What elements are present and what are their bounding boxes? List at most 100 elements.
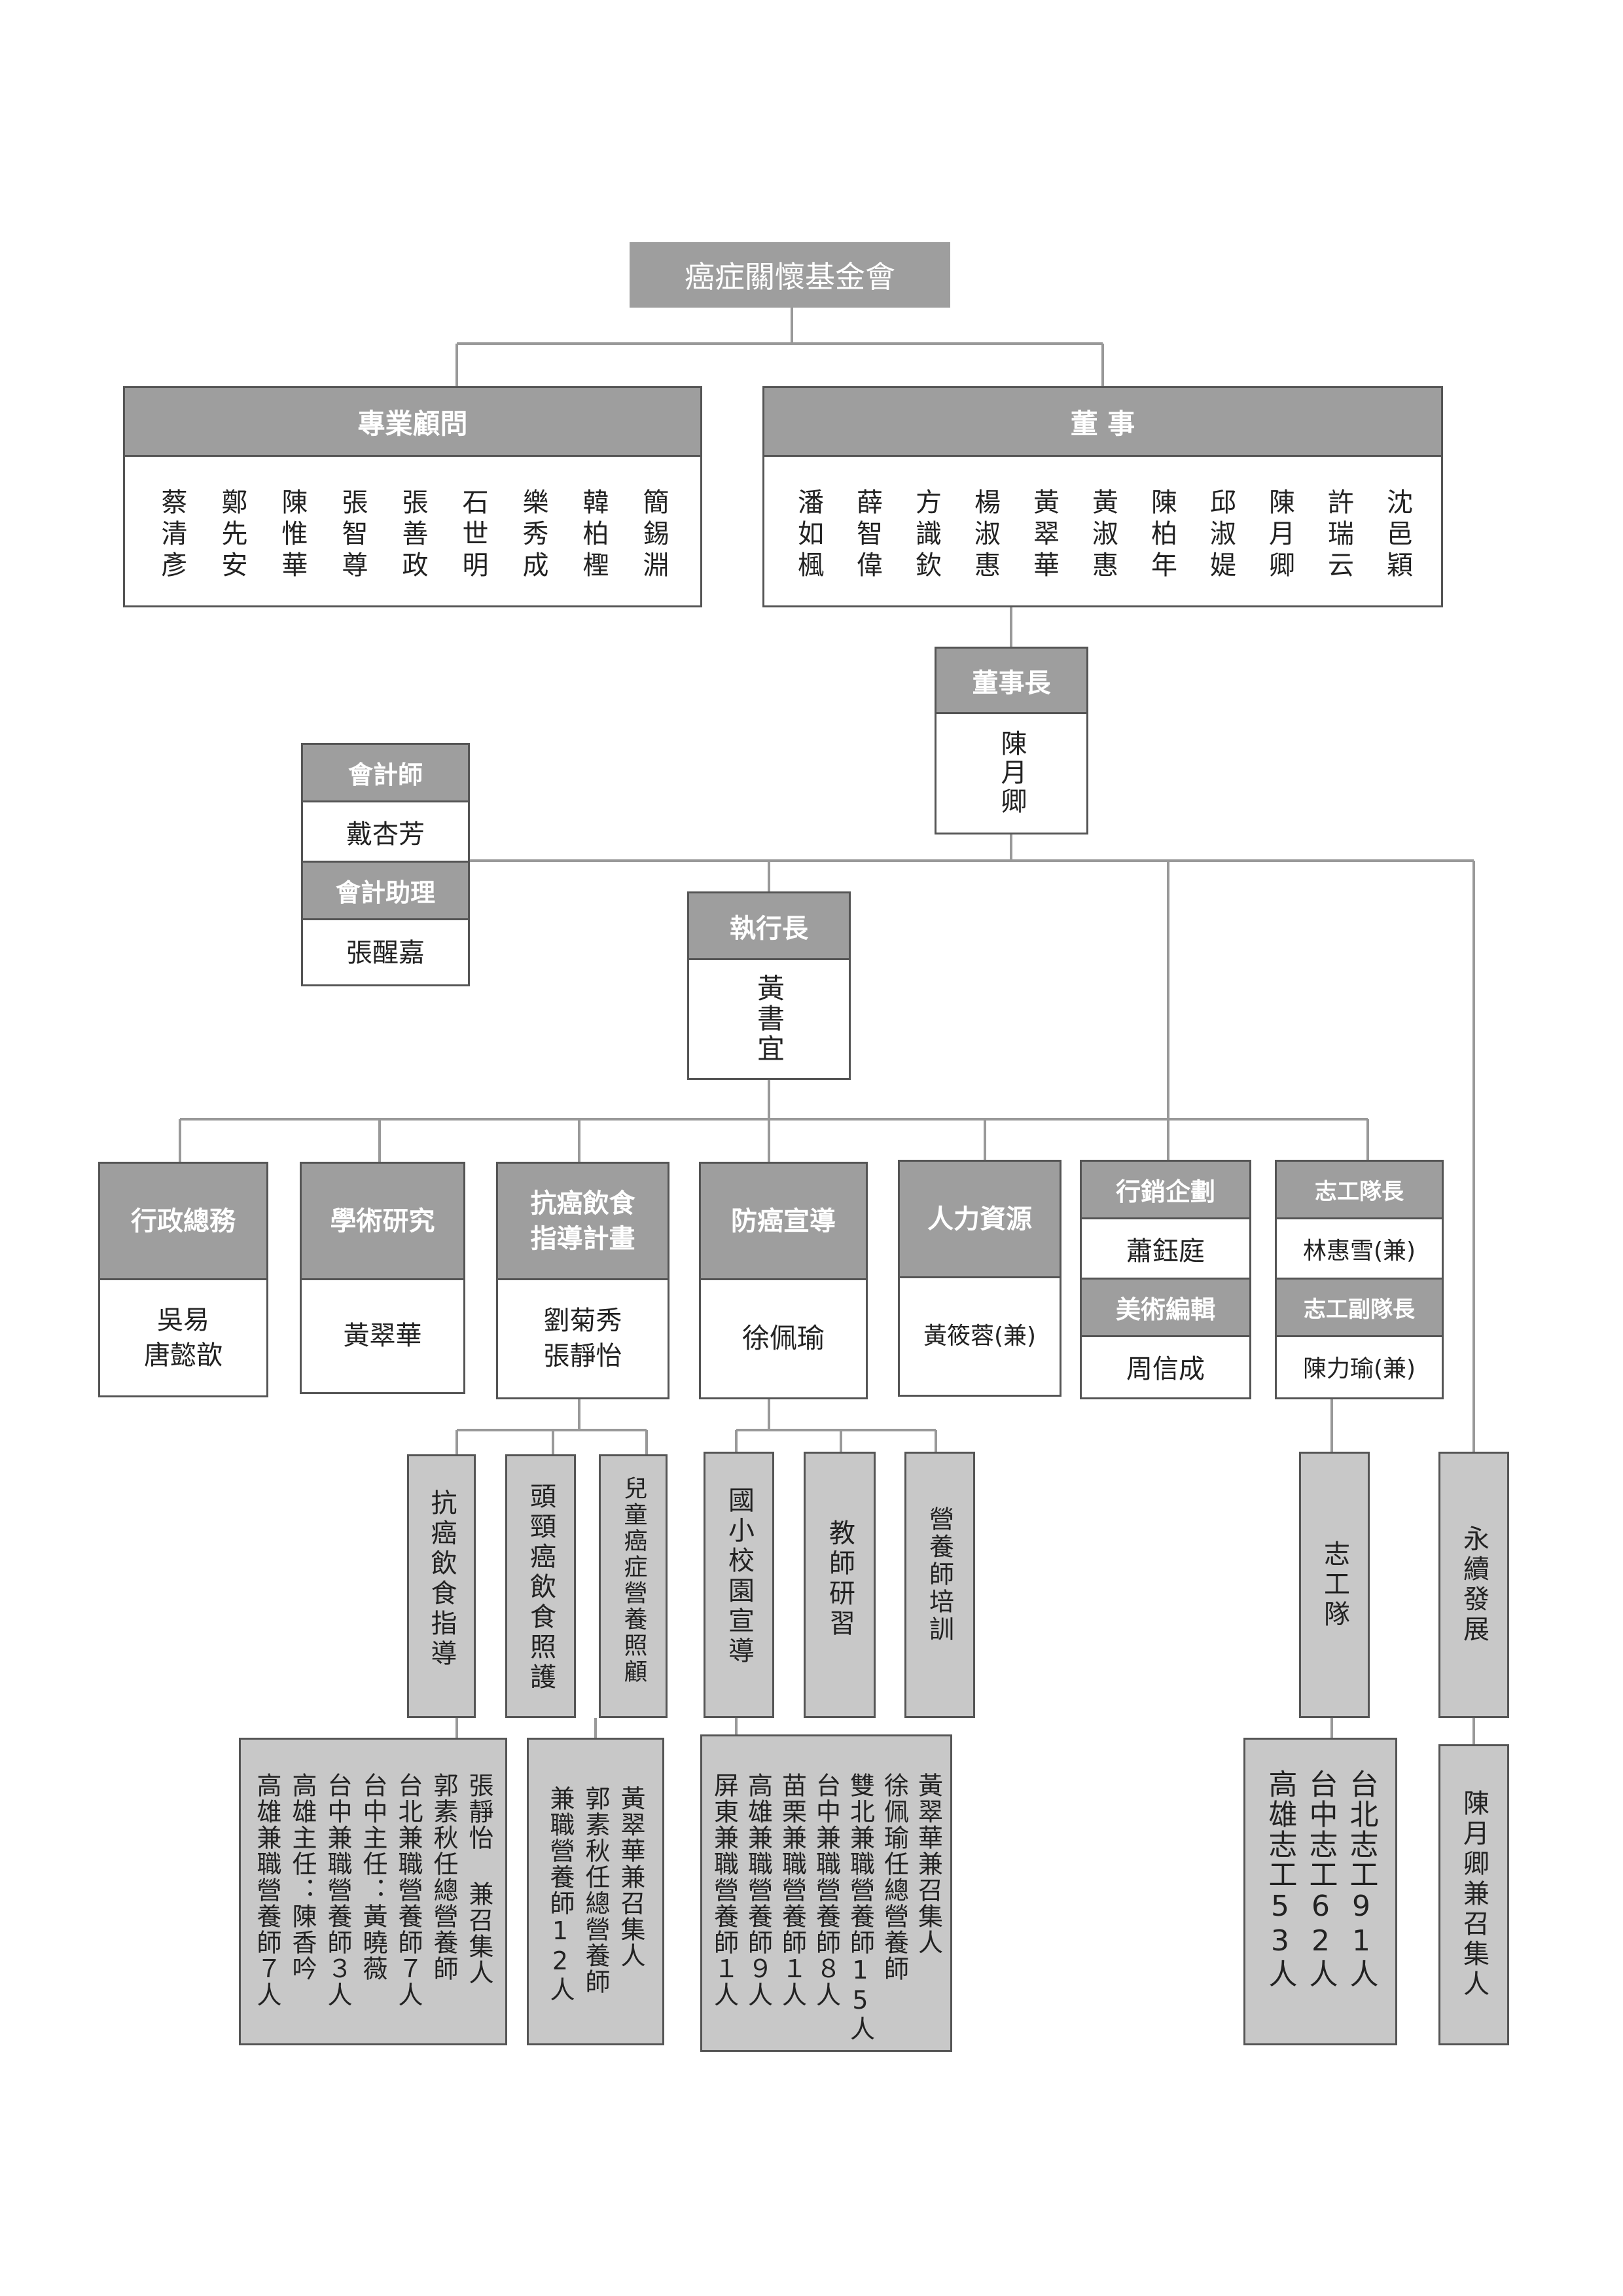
dept-diet-title: 抗癌飲食 指導計畫 xyxy=(530,1188,635,1254)
marketing-name: 蕭鈺庭 xyxy=(1082,1219,1249,1280)
dept-promo-title: 防癌宣導 xyxy=(731,1206,836,1236)
advisor-name: 鄭先安 xyxy=(217,488,247,583)
staff-line: 屏東兼職營養師１人 xyxy=(709,1772,739,2008)
volunteer-team-box: 志工隊 xyxy=(1299,1452,1370,1718)
program-head-neck-care: 頭頸癌飲食照護 xyxy=(505,1454,576,1718)
directors-box: 董 事 潘如楓 薛智偉 方識欽 楊淑惠 黃翠華 黃淑惠 陳柏年 邱淑媞 陳月卿 … xyxy=(762,386,1443,607)
promo-staff-box: 黃翠華兼召集人 徐佩瑜任總營養師 雙北兼職營養師15人 台中兼職營養師８人 苗栗… xyxy=(700,1734,952,2052)
advisor-name: 張善政 xyxy=(397,488,428,583)
program-dietitian-training: 營養師培訓 xyxy=(904,1452,975,1718)
staff-line: 兼職營養師12人 xyxy=(546,1785,575,2003)
program-diet-guidance: 抗癌飲食指導 xyxy=(407,1454,476,1718)
dept-diet-box: 抗癌飲食 指導計畫 劉菊秀 張靜怡 xyxy=(496,1162,669,1399)
advisors-header: 專業顧問 xyxy=(125,388,700,457)
foundation-title-text: 癌症關懷基金會 xyxy=(685,259,895,295)
director-name: 黃淑惠 xyxy=(1088,488,1118,583)
staff-line: 雙北兼職營養師15人 xyxy=(846,1772,875,2042)
director-name: 薛智偉 xyxy=(852,488,882,583)
accountant-assistant-title: 會計助理 xyxy=(335,878,435,907)
dept-research-title: 學術研究 xyxy=(330,1206,435,1236)
staff-line: 苗栗兼職營養師１人 xyxy=(777,1772,807,2008)
staff-line: 高雄兼職營養師９人 xyxy=(743,1772,773,2008)
volunteer-captain-name: 林惠雪(兼) xyxy=(1277,1219,1442,1280)
chair-title: 董事長 xyxy=(972,668,1051,698)
directors-header: 董 事 xyxy=(764,388,1441,457)
dept-research-people: 黃翠華 xyxy=(343,1321,422,1351)
accountant-name: 戴杏芳 xyxy=(303,802,468,863)
art-editor-title: 美術編輯 xyxy=(1115,1295,1215,1324)
ceo-header: 執行長 xyxy=(689,893,849,960)
director-name: 潘如楓 xyxy=(793,488,823,583)
head-neck-staff-box: 黃翠華兼召集人 郭素秋任總營養師 兼職營養師12人 xyxy=(527,1738,664,2045)
dept-promo-header: 防癌宣導 xyxy=(701,1164,866,1280)
promo-staff-list: 黃翠華兼召集人 徐佩瑜任總營養師 雙北兼職營養師15人 台中兼職營養師８人 苗栗… xyxy=(702,1736,950,2042)
dept-hr-title: 人力資源 xyxy=(927,1204,1032,1234)
director-name: 黃翠華 xyxy=(1029,488,1059,583)
advisor-name: 樂秀成 xyxy=(518,488,548,583)
staff-line: 徐佩瑜任總營養師 xyxy=(880,1772,909,1982)
program-diet-guidance-label: 抗癌飲食指導 xyxy=(426,1489,457,1670)
diet-staff-list: 張靜怡 兼召集人 郭素秋任總營養師 台北兼職營養師７人 台中主任：黃曉薇 台中兼… xyxy=(241,1740,505,2008)
accountant-title: 會計師 xyxy=(348,761,423,789)
chair-header: 董事長 xyxy=(936,649,1086,714)
staff-line: 台中志工62人 xyxy=(1304,1769,1338,1989)
advisor-name: 蔡清彥 xyxy=(156,488,187,583)
marketing-header: 行銷企劃 xyxy=(1082,1162,1249,1219)
program-teacher-training: 教師研習 xyxy=(804,1452,876,1718)
staff-line: 黃翠華兼召集人 xyxy=(914,1772,943,1956)
program-school-promotion-label: 國小校園宣導 xyxy=(724,1486,754,1667)
accountant-assistant-name: 張醒嘉 xyxy=(346,938,425,968)
dept-admin-header: 行政總務 xyxy=(100,1164,266,1280)
dept-admin-title: 行政總務 xyxy=(131,1206,236,1236)
program-head-neck-care-label: 頭頸癌飲食照護 xyxy=(526,1482,556,1693)
program-teacher-training-label: 教師研習 xyxy=(825,1519,855,1640)
staff-line: 台北志工91人 xyxy=(1344,1769,1378,1989)
director-name: 楊淑惠 xyxy=(970,488,1000,583)
staff-line: 台中兼職營養師３人 xyxy=(323,1772,352,2008)
ceo-name: 黃書宜 xyxy=(753,974,785,1064)
program-school-promotion: 國小校園宣導 xyxy=(704,1452,774,1718)
advisor-name: 石世明 xyxy=(457,488,488,583)
dept-diet-people: 劉菊秀 張靜怡 xyxy=(543,1306,622,1371)
volunteer-staff-box: 台北志工91人 台中志工62人 高雄志工53人 xyxy=(1243,1738,1397,2045)
volunteer-captain-title: 志工隊長 xyxy=(1315,1179,1404,1205)
staff-line: 郭素秋任總營養師 xyxy=(429,1772,458,1982)
sustainability-staff-box: 陳月卿兼召集人 xyxy=(1438,1744,1509,2045)
dept-hr-box: 人力資源 黃筱蓉(兼) xyxy=(898,1160,1061,1397)
staff-line: 郭素秋任總營養師 xyxy=(581,1785,610,1995)
advisors-names: 蔡清彥 鄭先安 陳惟華 張智尊 張善政 石世明 樂秀成 韓柏檉 簡錫淵 xyxy=(125,457,700,583)
advisor-name: 張智尊 xyxy=(337,488,368,583)
volunteer-team-label: 志工隊 xyxy=(1319,1539,1349,1630)
dept-hr-people: 黃筱蓉(兼) xyxy=(923,1322,1037,1350)
volunteer-vice-captain-header: 志工副隊長 xyxy=(1277,1280,1442,1337)
staff-line: 台中兼職營養師８人 xyxy=(812,1772,841,2008)
staff-line: 高雄兼職營養師７人 xyxy=(253,1772,281,2008)
program-child-cancer-nutrition: 兒童癌症營養照顧 xyxy=(599,1454,668,1718)
advisors-box: 專業顧問 蔡清彥 鄭先安 陳惟華 張智尊 張善政 石世明 樂秀成 韓柏檉 簡錫淵 xyxy=(123,386,702,607)
director-name: 陳月卿 xyxy=(1264,488,1294,583)
advisor-name: 簡錫淵 xyxy=(638,488,669,583)
ceo-title: 執行長 xyxy=(730,913,808,944)
dept-promo-box: 防癌宣導 徐佩瑜 xyxy=(699,1162,868,1399)
sustainability-box: 永續發展 xyxy=(1438,1452,1509,1718)
director-name: 沈邑穎 xyxy=(1382,488,1412,583)
staff-line: 台北兼職營養師７人 xyxy=(394,1772,423,2008)
volunteer-vice-captain-title: 志工副隊長 xyxy=(1304,1297,1415,1323)
staff-line: 黃翠華兼召集人 xyxy=(616,1785,645,1969)
marketing-title: 行銷企劃 xyxy=(1115,1177,1215,1206)
directors-title: 董 事 xyxy=(1070,407,1135,440)
director-name: 陳柏年 xyxy=(1147,488,1177,583)
accountant-assistant-header: 會計助理 xyxy=(303,863,468,920)
chair-name: 陳月卿 xyxy=(996,730,1027,816)
volunteer-captain-header: 志工隊長 xyxy=(1277,1162,1442,1219)
program-dietitian-training-label: 營養師培訓 xyxy=(925,1506,954,1643)
head-neck-staff-list: 黃翠華兼召集人 郭素秋任總營養師 兼職營養師12人 xyxy=(529,1740,662,2003)
director-name: 方識欽 xyxy=(911,488,941,583)
accountant-header: 會計師 xyxy=(303,745,468,802)
chair-box: 董事長 陳月卿 xyxy=(935,647,1088,834)
staff-line: 高雄志工53人 xyxy=(1263,1769,1297,1989)
volunteer-staff-list: 台北志工91人 台中志工62人 高雄志工53人 xyxy=(1245,1740,1395,1989)
program-child-cancer-nutrition-label: 兒童癌症營養照顧 xyxy=(620,1476,647,1685)
diet-staff-box: 張靜怡 兼召集人 郭素秋任總營養師 台北兼職營養師７人 台中主任：黃曉薇 台中兼… xyxy=(239,1738,507,2045)
